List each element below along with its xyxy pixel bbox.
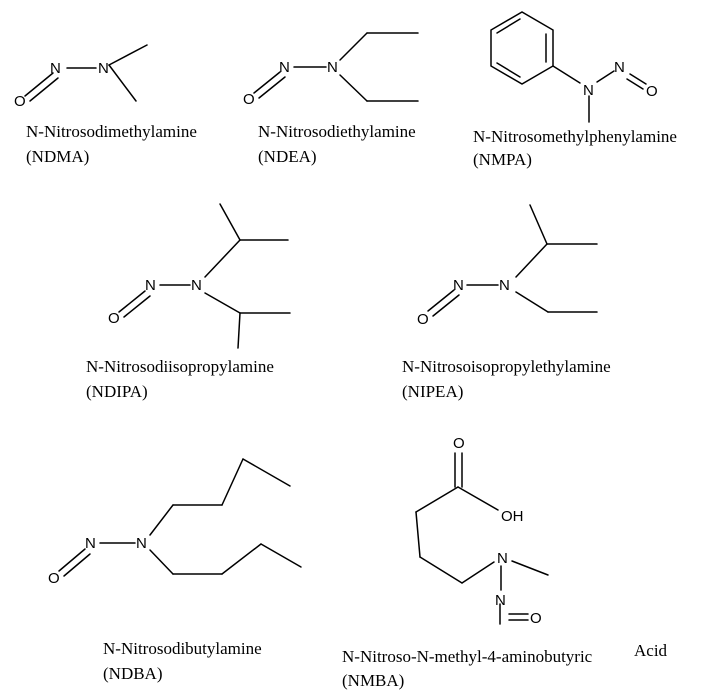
ndea-oxygen-atom: O <box>243 91 255 108</box>
ndba-abbreviation: (NDBA) <box>103 664 163 683</box>
ndipa-nitroso-n-atom: N <box>145 277 156 294</box>
structure-nmba: O OH N N O <box>415 435 549 627</box>
ndma-abbreviation: (NDMA) <box>26 147 89 166</box>
structure-ndea: N N O <box>243 32 419 108</box>
ndba-oxygen-atom: O <box>48 570 60 587</box>
nmpa-abbreviation: (NMPA) <box>473 150 532 169</box>
ndipa-amine-n-atom: N <box>191 277 202 294</box>
ndma-amine-n-atom: N <box>98 60 109 77</box>
ndma-oxygen-atom: O <box>14 93 26 110</box>
nipea-name: N-Nitrosoisopropylethylamine <box>402 357 611 376</box>
ndma-name: N-Nitrosodimethylamine <box>26 122 197 141</box>
nipea-nitroso-n-atom: N <box>453 277 464 294</box>
ndea-name: N-Nitrosodiethylamine <box>258 122 416 141</box>
nipea-oxygen-atom: O <box>417 311 429 328</box>
nmpa-nitroso-n-atom: N <box>614 59 625 76</box>
structure-ndma: N N O <box>14 44 148 110</box>
nmba-name: N-Nitroso-N-methyl-4-aminobutyric <box>342 647 593 666</box>
nmba-nitroso-n-atom: N <box>495 592 506 609</box>
nipea-amine-n-atom: N <box>499 277 510 294</box>
nmpa-amine-n-atom: N <box>583 82 594 99</box>
ndma-nitroso-n-atom: N <box>50 60 61 77</box>
ndba-amine-n-atom: N <box>136 535 147 552</box>
nmba-amine-n-atom: N <box>497 550 508 567</box>
ndipa-name: N-Nitrosodiisopropylamine <box>86 357 274 376</box>
nmpa-name: N-Nitrosomethylphenylamine <box>473 127 677 146</box>
structure-nipea: N N O <box>417 204 598 328</box>
ndea-abbreviation: (NDEA) <box>258 147 317 166</box>
nmpa-oxygen-atom: O <box>646 83 658 100</box>
nmba-oxygen-atom: O <box>530 610 542 627</box>
ndea-amine-n-atom: N <box>327 59 338 76</box>
nmba-abbreviation: (NMBA) <box>342 671 404 690</box>
ndba-name: N-Nitrosodibutylamine <box>103 639 262 658</box>
structure-ndipa: N N O <box>108 203 291 349</box>
ndipa-oxygen-atom: O <box>108 310 120 327</box>
nmba-name-suffix: Acid <box>634 641 668 660</box>
nmba-hydroxyl-group: OH <box>501 508 524 525</box>
structure-nmpa: N N O <box>490 11 658 123</box>
structure-ndba: N N O <box>48 458 302 587</box>
ndipa-abbreviation: (NDIPA) <box>86 382 148 401</box>
nmba-carbonyl-oxygen-atom: O <box>453 435 465 452</box>
ndea-nitroso-n-atom: N <box>279 59 290 76</box>
ndba-nitroso-n-atom: N <box>85 535 96 552</box>
nipea-abbreviation: (NIPEA) <box>402 382 463 401</box>
